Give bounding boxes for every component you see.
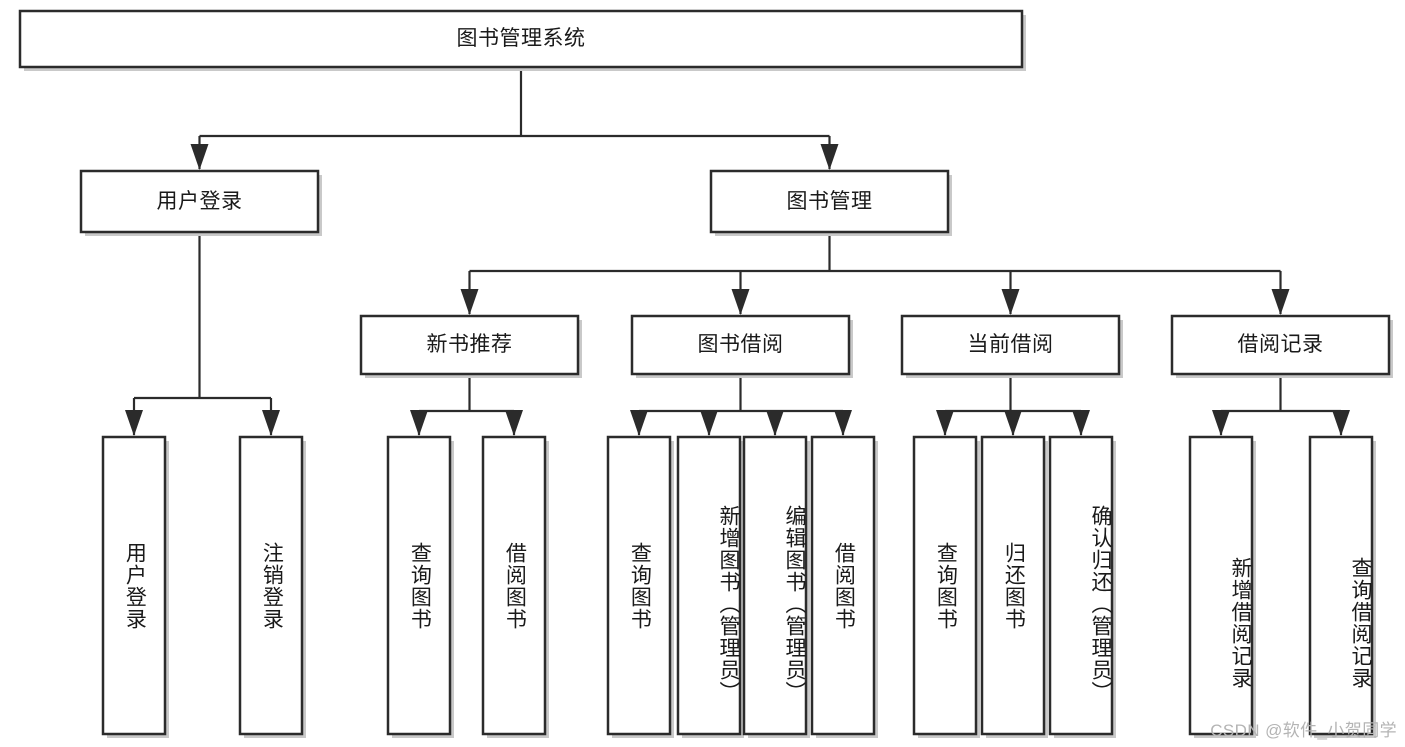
node-leaf-return-book[interactable] xyxy=(980,435,1046,736)
arrow-new-book-recommend-to-leaf-query-book-1 xyxy=(410,410,428,436)
arrow-root-to-user-login xyxy=(190,144,209,170)
node-leaf-user-login[interactable] xyxy=(101,435,167,736)
arrow-user-login-to-leaf-logout xyxy=(262,410,280,436)
arrow-current-borrow-to-leaf-confirm-return xyxy=(1072,410,1090,436)
arrow-borrow-record-to-leaf-query-record xyxy=(1332,410,1350,436)
node-leaf-add-book[interactable] xyxy=(676,435,742,736)
node-book-borrow[interactable] xyxy=(630,314,851,376)
node-leaf-query-book-1[interactable] xyxy=(386,435,452,736)
arrow-bookmanage-to-borrow-record xyxy=(1271,289,1290,315)
node-leaf-edit-book[interactable] xyxy=(742,435,808,736)
node-leaf-query-book-2[interactable] xyxy=(606,435,672,736)
node-leaf-confirm-return[interactable] xyxy=(1048,435,1114,736)
arrow-new-book-recommend-to-leaf-borrow-book-1 xyxy=(505,410,523,436)
arrow-borrow-record-to-leaf-add-record xyxy=(1212,410,1230,436)
node-leaf-add-record[interactable] xyxy=(1188,435,1254,736)
boxes-layer xyxy=(18,9,1393,738)
arrow-current-borrow-to-leaf-return-book xyxy=(1004,410,1022,436)
node-root[interactable] xyxy=(18,9,1024,69)
arrow-bookmanage-to-book-borrow xyxy=(731,289,750,315)
node-current-borrow[interactable] xyxy=(900,314,1121,376)
node-leaf-query-record[interactable] xyxy=(1308,435,1374,736)
arrow-book-borrow-to-leaf-borrow-book-2 xyxy=(834,410,852,436)
arrow-book-borrow-to-leaf-query-book-2 xyxy=(630,410,648,436)
node-leaf-logout[interactable] xyxy=(238,435,304,736)
node-new-book-recommend[interactable] xyxy=(359,314,580,376)
node-borrow-record[interactable] xyxy=(1170,314,1391,376)
arrow-bookmanage-to-new-book-recommend xyxy=(460,289,479,315)
arrow-current-borrow-to-leaf-query-book-3 xyxy=(936,410,954,436)
arrow-root-to-book-manage xyxy=(820,144,839,170)
node-book-manage[interactable] xyxy=(709,169,950,234)
arrow-book-borrow-to-leaf-add-book xyxy=(700,410,718,436)
edges-layer xyxy=(125,67,1350,436)
node-user-login[interactable] xyxy=(79,169,320,234)
node-leaf-query-book-3[interactable] xyxy=(912,435,978,736)
node-leaf-borrow-book-2[interactable] xyxy=(810,435,876,736)
arrow-user-login-to-leaf-user-login xyxy=(125,410,143,436)
node-leaf-borrow-book-1[interactable] xyxy=(481,435,547,736)
watermark-text: CSDN @软件_小贺同学 xyxy=(1210,721,1397,740)
arrow-book-borrow-to-leaf-edit-book xyxy=(766,410,784,436)
arrow-bookmanage-to-current-borrow xyxy=(1001,289,1020,315)
